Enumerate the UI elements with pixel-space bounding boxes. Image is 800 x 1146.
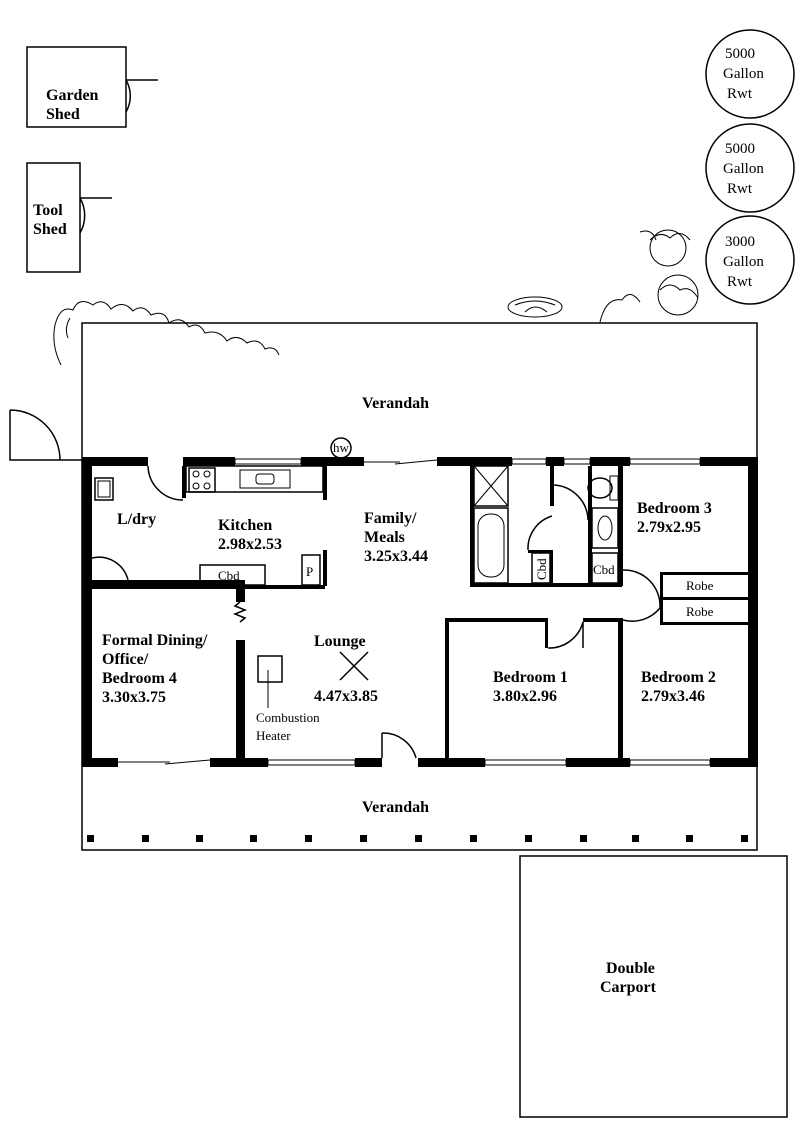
bedroom1-label: Bedroom 1 [493, 669, 568, 686]
tank-2-type: Rwt [727, 181, 753, 197]
bedroom3-size: 2.79x2.95 [637, 519, 701, 536]
tool-shed: Tool Shed [26, 162, 112, 273]
external-walls [82, 457, 758, 767]
garden-shed: Garden Shed [26, 46, 158, 128]
verandah-bottom-label: Verandah [362, 799, 429, 816]
dining-size: 3.30x3.75 [102, 689, 166, 706]
verandah-top-label: Verandah [362, 395, 429, 412]
double-carport: Double Carport [519, 855, 788, 1118]
bedroom4-label: Bedroom 4 [102, 670, 177, 687]
robe-1-label: Robe [686, 578, 714, 593]
tank-1-type: Rwt [727, 86, 753, 102]
rainwater-tank-1: 5000 Gallon Rwt [705, 29, 795, 119]
laundry-label: L/dry [117, 511, 156, 528]
door-swings [91, 465, 661, 759]
pantry-label: P [306, 564, 313, 579]
lounge-label: Lounge [314, 633, 366, 650]
bedroom1-size: 3.80x2.96 [493, 688, 557, 705]
verandah-posts [87, 835, 748, 842]
heater-label-2: Heater [256, 728, 291, 743]
lounge-size: 4.47x3.85 [314, 688, 378, 705]
bedroom2-label: Bedroom 2 [641, 669, 716, 686]
garden-shed-label: Garden [46, 87, 99, 104]
carport-label-2: Carport [600, 979, 657, 996]
side-door [9, 409, 82, 461]
bedroom3-label: Bedroom 3 [637, 500, 712, 517]
garden-shed-label-2: Shed [46, 106, 80, 123]
tank-3-capacity: 3000 [725, 234, 755, 250]
ceiling-fan-icon [339, 651, 369, 681]
tank-2-capacity: 5000 [725, 141, 755, 157]
hot-water-unit [330, 437, 352, 459]
rainwater-tank-2: 5000 Gallon Rwt [705, 123, 795, 213]
tank-3-unit: Gallon [723, 254, 764, 270]
kitchen-cupboard-label: Cbd [218, 568, 240, 583]
tool-shed-label-2: Shed [33, 221, 67, 238]
family-size: 3.25x3.44 [364, 548, 428, 565]
office-label: Office/ [102, 651, 149, 668]
dining-label: Formal Dining/ [102, 632, 208, 649]
meals-label: Meals [364, 529, 405, 546]
tank-2-unit: Gallon [723, 161, 764, 177]
hot-water-label: hw [333, 440, 350, 455]
rainwater-tank-3: 3000 Gallon Rwt [705, 215, 795, 305]
kitchen-label: Kitchen [218, 517, 272, 534]
garden-plants [53, 229, 699, 366]
bath-cupboard-label: Cbd [534, 558, 549, 580]
fixtures [94, 465, 619, 708]
tank-3-type: Rwt [727, 274, 753, 290]
heater-label: Combustion [256, 710, 320, 725]
kitchen-size: 2.98x2.53 [218, 536, 282, 553]
family-label: Family/ [364, 510, 417, 527]
tool-shed-label: Tool [33, 202, 63, 219]
robe-2-label: Robe [686, 604, 714, 619]
tank-1-unit: Gallon [723, 66, 764, 82]
hall-cupboard-label: Cbd [593, 562, 615, 577]
tank-1-capacity: 5000 [725, 46, 755, 62]
internal-walls [92, 466, 748, 758]
bedroom2-size: 2.79x3.46 [641, 688, 705, 705]
carport-label: Double [606, 960, 655, 977]
